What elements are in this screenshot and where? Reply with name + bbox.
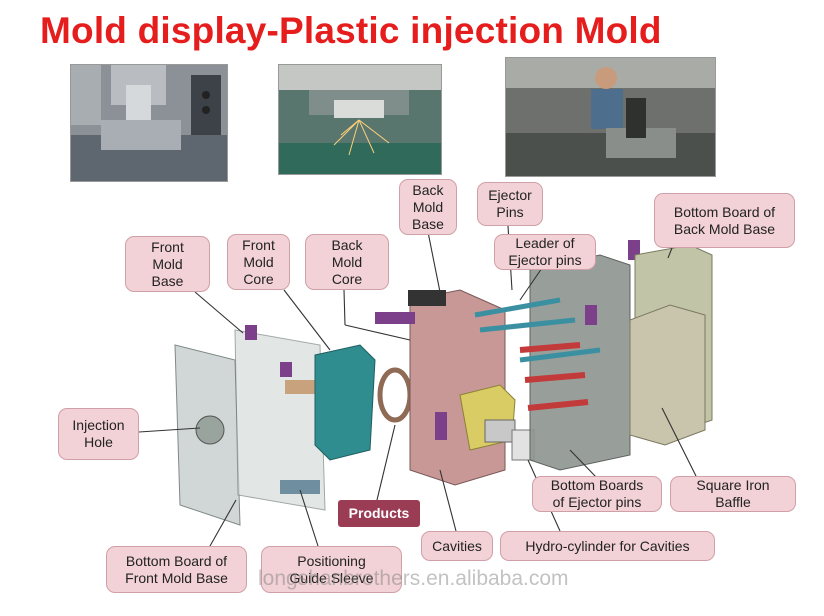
milling-machine-photo [70,64,228,182]
front-pin-2 [280,362,292,377]
label-bottom-boards-of-ejector-pins: Bottom Boards of Ejector pins [532,476,662,512]
front-pin-1 [245,325,257,340]
ejector-assembly-shape [529,254,631,471]
injection-hole-shape [195,415,225,445]
label-positioning-guide-sleeve: Positioning Guide Sleeve [261,546,402,593]
watermark: longshanbrothers.en.alibaba.com [258,567,569,590]
label-ejector-pins: Ejector Pins [477,182,543,226]
back-pin-purple [435,412,447,440]
ejector-pin-purple [585,305,597,325]
label-front-mold-base: Front Mold Base [125,236,210,292]
label-square-iron-baffle: Square Iron Baffle [670,476,796,512]
back-top-bar [408,290,446,306]
label-back-mold-base: Back Mold Base [399,179,457,235]
label-back-mold-core: Back Mold Core [305,234,389,290]
label-hydro-cylinder-for-cavities: Hydro-cylinder for Cavities [500,531,715,561]
square-iron-baffle-shape [629,304,706,446]
label-cavities: Cavities [421,531,493,561]
label-products: Products [338,500,420,527]
label-bottom-board-back-mold-base: Bottom Board of Back Mold Base [654,193,795,248]
label-bottom-board-front-mold-base: Bottom Board of Front Mold Base [106,546,247,593]
hydro-cylinder-shape [484,419,516,443]
front-mold-base-shape [234,329,326,511]
page-title: Mold display-Plastic injection Mold [40,10,662,51]
back-guide-pin [375,312,415,324]
label-front-mold-core: Front Mold Core [227,234,290,290]
product-ring-shape [377,367,413,423]
label-leader-of-ejector-pins: Leader of Ejector pins [494,234,596,270]
label-injection-hole: Injection Hole [58,408,139,460]
front-mold-core-shape [314,344,376,461]
edm-sparks-photo [278,64,442,175]
worker-assembly-photo [505,57,716,177]
guide-sleeve-2 [280,480,320,494]
